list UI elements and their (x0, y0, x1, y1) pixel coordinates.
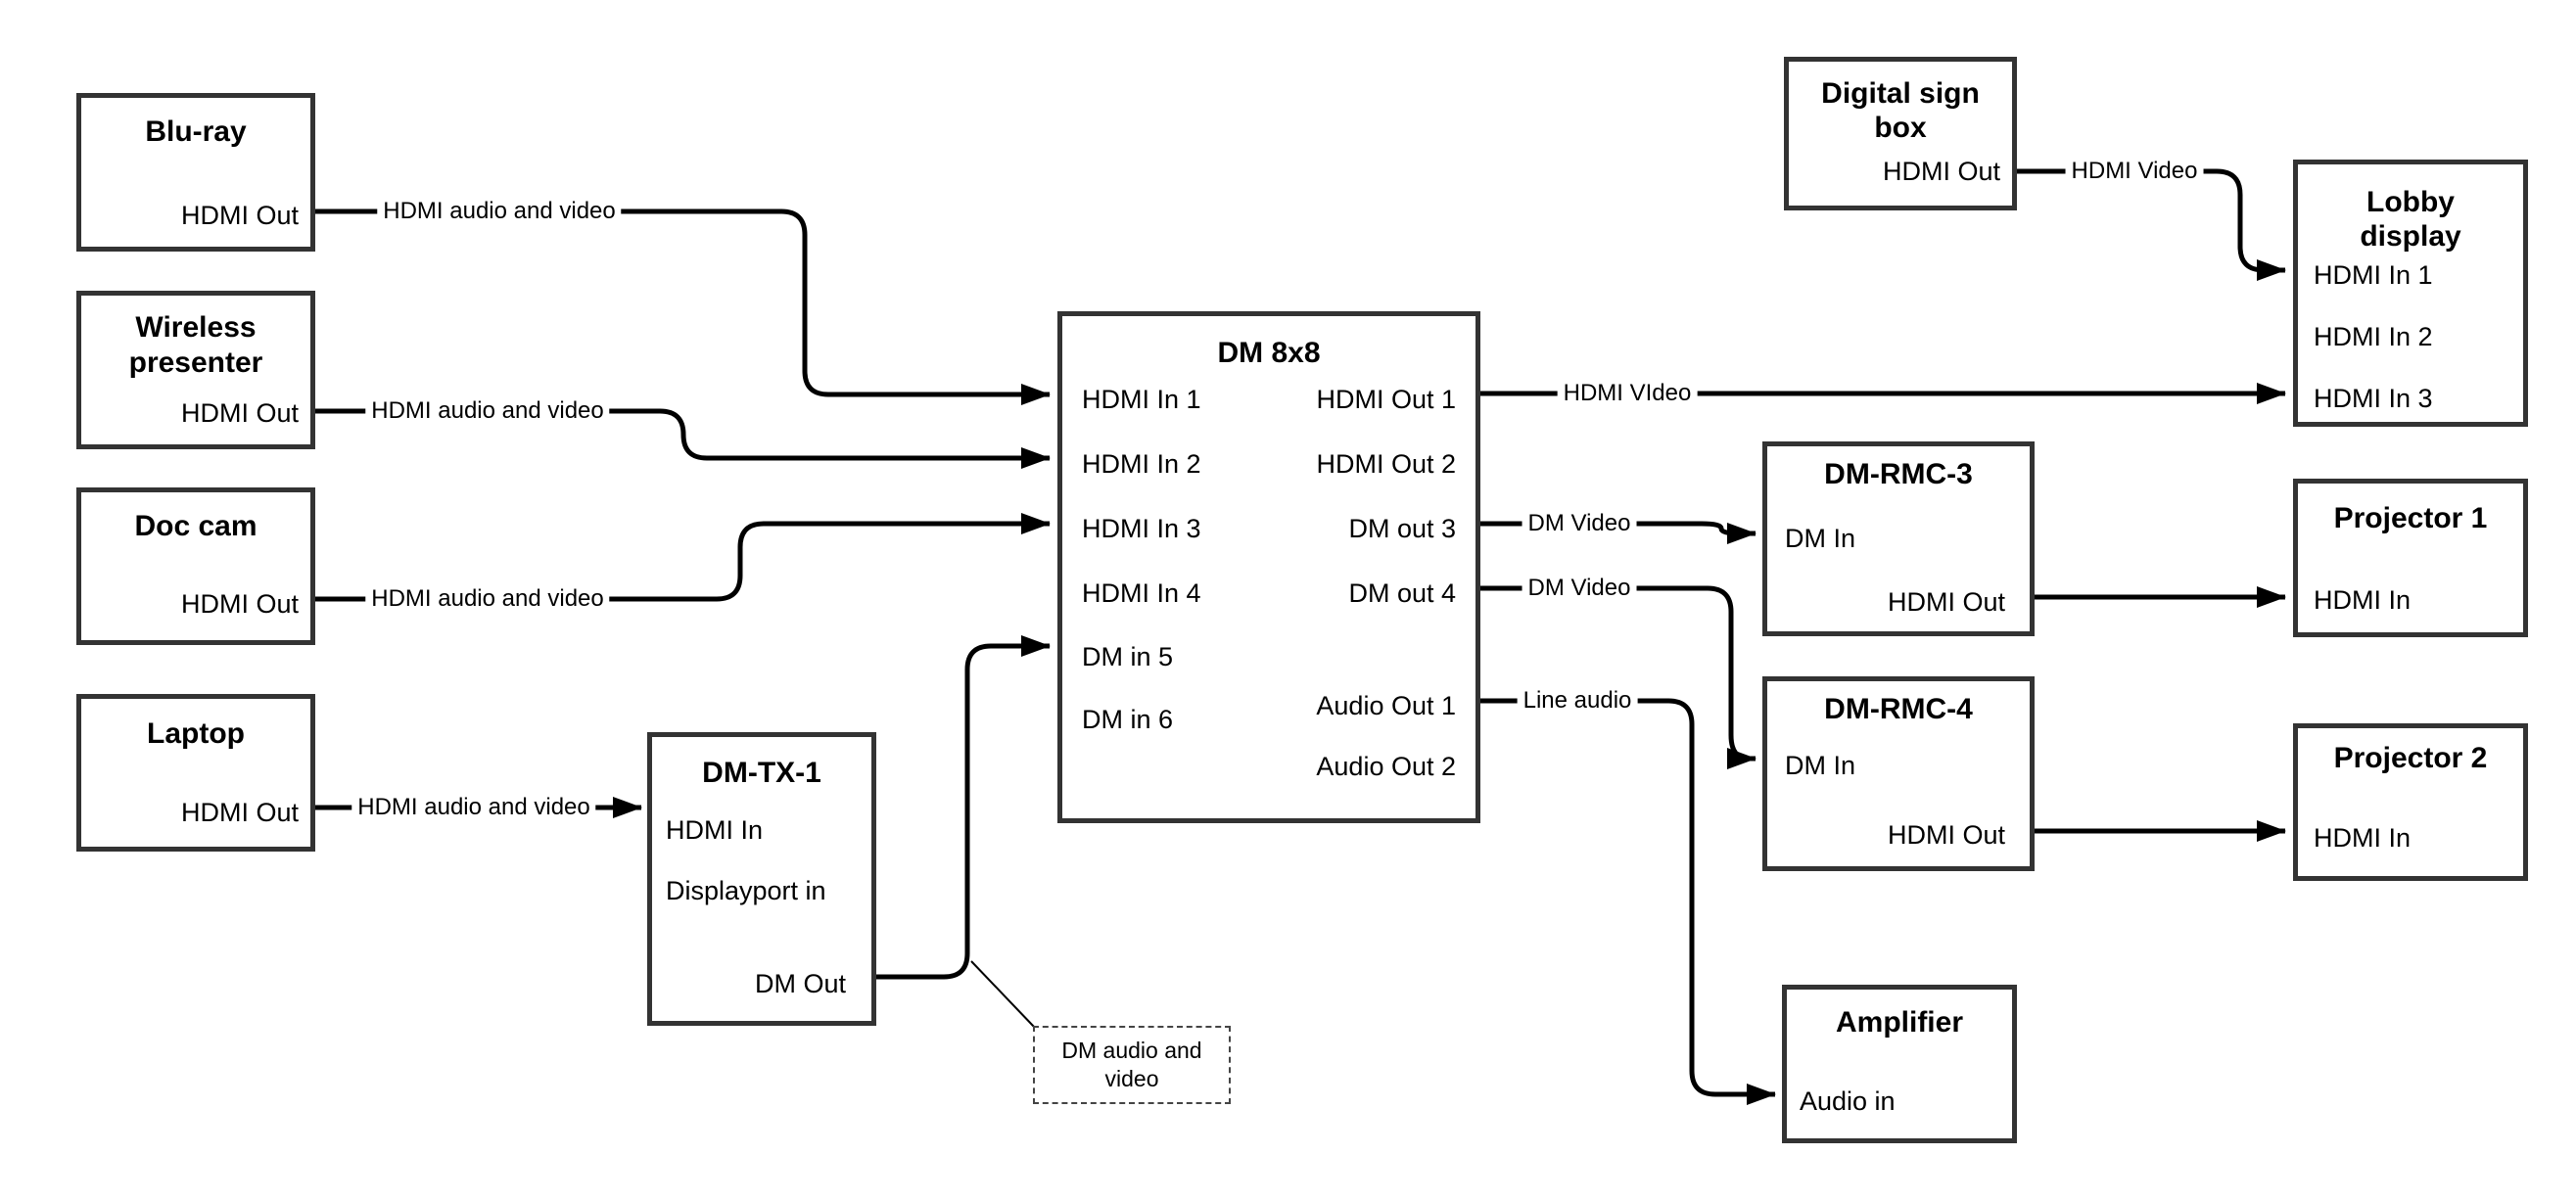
port-dm-in-6: DM in 6 (1082, 705, 1174, 734)
port-hdmi-out: HDMI Out (180, 589, 299, 619)
node-title: Digital sign (1821, 77, 1980, 110)
port-audio-out-2: Audio Out 2 (1316, 752, 1456, 781)
wire-bluray-to-dm8x8-in1 (315, 208, 1051, 405)
wire-label-line-audio: Line audio (1517, 686, 1638, 716)
wire-doccam-to-dm8x8-in3 (315, 513, 1051, 602)
port-hdmi-in: HDMI In (2314, 823, 2412, 853)
annotation-line-1: DM audio and (1061, 1038, 1202, 1063)
wire-dmtx1-to-dm8x8-in5 (876, 635, 1051, 980)
port-hdmi-out: HDMI Out (1887, 587, 2005, 617)
port-hdmi-out: HDMI Out (1887, 820, 2005, 850)
node-title: Amplifier (1835, 1006, 1964, 1039)
wire-label-hdmi-audio-video-2: HDMI audio and video (365, 396, 610, 426)
port-audio-in: Audio in (1800, 1086, 1896, 1116)
port-hdmi-out-2: HDMI Out 2 (1316, 449, 1456, 479)
wire-label-hdmi-video-signbox: HDMI Video (2065, 157, 2204, 186)
port-hdmi-in: HDMI In (2314, 585, 2412, 615)
port-displayport-in: Displayport in (666, 876, 826, 905)
port-dm-out-3: DM out 3 (1348, 514, 1456, 543)
node-title: Blu-ray (145, 115, 247, 148)
node-doc-cam: Doc cam HDMI Out (76, 487, 315, 645)
port-hdmi-in-2: HDMI In 2 (2314, 322, 2433, 351)
node-title: Doc cam (134, 510, 258, 542)
wire-label-hdmi-audio-video-4: HDMI audio and video (351, 793, 596, 822)
node-title: presenter (128, 346, 263, 379)
wire-dm8x8-out3-to-dmrmc3 (1480, 521, 1756, 544)
wire-label-dm-video-out3: DM Video (1522, 509, 1637, 538)
node-wireless-presenter: Wireless presenter HDMI Out (76, 291, 315, 449)
port-hdmi-out: HDMI Out (1882, 157, 2000, 186)
port-dm-out-4: DM out 4 (1348, 578, 1456, 608)
port-hdmi-out: HDMI Out (180, 201, 299, 230)
port-dm-in: DM In (1785, 524, 1856, 553)
node-dm-tx-1: DM-TX-1 HDMI In Displayport in DM Out (647, 732, 876, 1026)
node-blu-ray: Blu-ray HDMI Out (76, 93, 315, 252)
node-dm-rmc-3: DM-RMC-3 DM In HDMI Out (1762, 441, 2035, 636)
node-lobby-display: Lobby display HDMI In 1 HDMI In 2 HDMI I… (2293, 160, 2528, 427)
wire-label-hdmi-video-out1: HDMI VIdeo (1557, 379, 1698, 408)
node-title: Laptop (147, 717, 245, 750)
node-title: DM-TX-1 (702, 757, 821, 789)
wire-label-hdmi-audio-video-1: HDMI audio and video (377, 197, 622, 226)
wire-label-hdmi-audio-video-3: HDMI audio and video (365, 584, 610, 614)
node-title: Projector 2 (2333, 742, 2488, 774)
port-hdmi-in-1: HDMI In 1 (2314, 260, 2433, 290)
node-title: display (2360, 220, 2461, 253)
node-projector-2: Projector 2 HDMI In (2293, 723, 2528, 881)
node-title: Projector 1 (2333, 502, 2488, 534)
port-hdmi-out: HDMI Out (180, 798, 299, 827)
port-audio-out-1: Audio Out 1 (1316, 691, 1456, 720)
wire-wireless-to-dm8x8-in2 (315, 408, 1051, 469)
port-hdmi-in-2: HDMI In 2 (1082, 449, 1201, 479)
wire-signbox-to-lobby-in1 (2017, 168, 2286, 281)
port-hdmi-in-1: HDMI In 1 (1082, 385, 1201, 414)
port-hdmi-in-4: HDMI In 4 (1082, 578, 1201, 608)
port-hdmi-in-3: HDMI In 3 (1082, 514, 1201, 543)
callout-leader-line (970, 960, 1036, 1029)
node-title: box (1874, 112, 1927, 144)
port-dm-in-5: DM in 5 (1082, 642, 1174, 671)
node-title: DM 8x8 (1217, 337, 1321, 369)
wire-dm8x8-out4-to-dmrmc4 (1480, 585, 1756, 769)
node-title: DM-RMC-3 (1824, 458, 1973, 490)
node-title: DM-RMC-4 (1824, 693, 1973, 725)
annotation-line-2: video (1104, 1066, 1159, 1091)
wire-dm8x8-audio1-to-amplifier (1480, 698, 1776, 1105)
node-dm-8x8: DM 8x8 HDMI In 1 HDMI In 2 HDMI In 3 HDM… (1057, 311, 1480, 823)
port-hdmi-in-3: HDMI In 3 (2314, 384, 2433, 413)
port-dm-in: DM In (1785, 751, 1856, 780)
node-title: Wireless (135, 311, 257, 344)
node-dm-rmc-4: DM-RMC-4 DM In HDMI Out (1762, 676, 2035, 871)
node-projector-1: Projector 1 HDMI In (2293, 479, 2528, 637)
node-laptop: Laptop HDMI Out (76, 694, 315, 852)
node-title: Lobby (2366, 186, 2455, 218)
node-digital-sign-box: Digital sign box HDMI Out (1784, 57, 2017, 210)
port-hdmi-in: HDMI In (666, 815, 764, 845)
annotation-dm-audio-video: DM audio and video (1033, 1026, 1231, 1104)
port-hdmi-out-1: HDMI Out 1 (1316, 385, 1456, 414)
node-amplifier: Amplifier Audio in (1782, 985, 2017, 1143)
wire-label-dm-video-out4: DM Video (1522, 574, 1637, 603)
port-hdmi-out: HDMI Out (180, 398, 299, 428)
port-dm-out: DM Out (754, 969, 846, 998)
